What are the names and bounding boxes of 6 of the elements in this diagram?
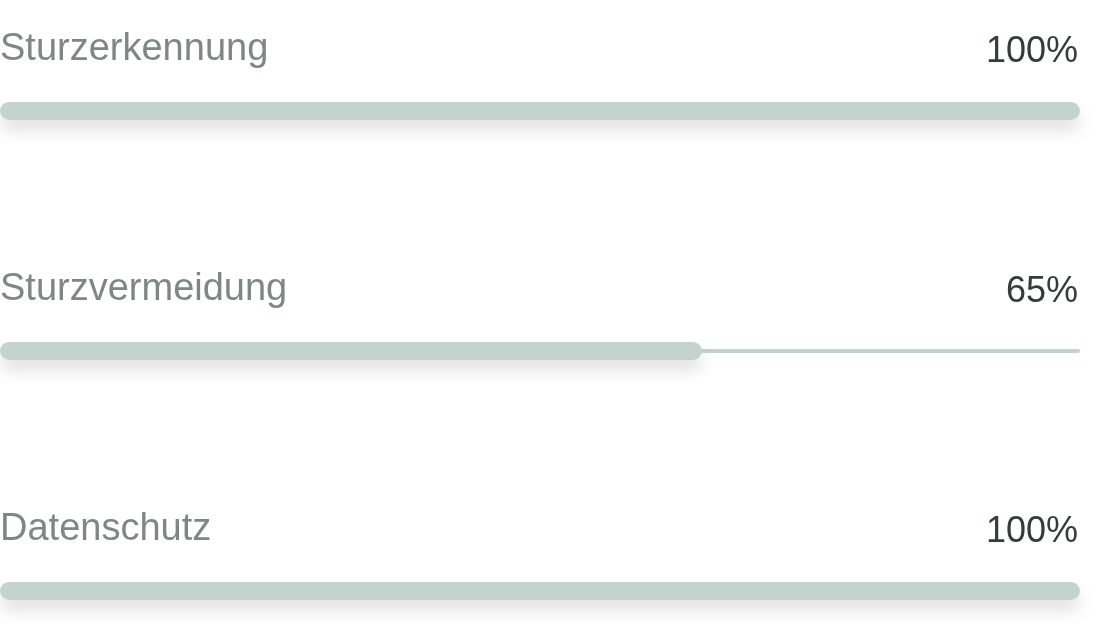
value-label: 100% [985, 29, 1078, 70]
category-label: Sturzerkennung [0, 26, 269, 68]
category-label: Sturzvermeidung [0, 266, 288, 308]
category-label: Datenschutz [0, 506, 212, 548]
value-label: 65% [1005, 269, 1078, 310]
value-label: 100% [985, 509, 1078, 550]
